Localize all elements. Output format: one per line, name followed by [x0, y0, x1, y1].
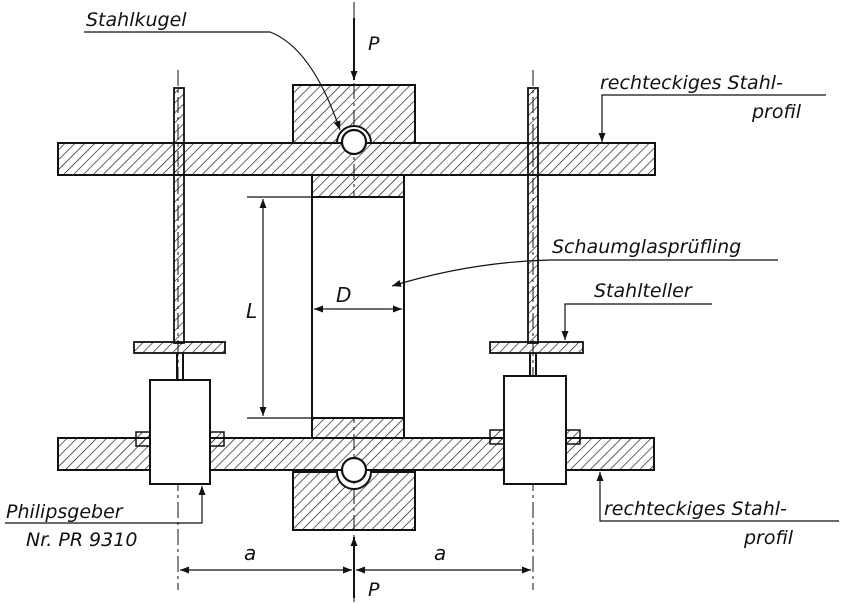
- foam-glass-specimen: [311, 196, 405, 419]
- right-steel-plate: [489, 341, 584, 354]
- leader-specimen: [391, 259, 778, 287]
- left-steel-plate: [133, 341, 226, 354]
- label-sensor-line1: Philipsgeber: [6, 501, 124, 523]
- top-steel-ball: [340, 128, 368, 156]
- upper-platen: [311, 174, 405, 198]
- label-load-bottom: P: [368, 579, 380, 601]
- label-spacing-left: a: [244, 541, 256, 565]
- lower-load-block: [292, 471, 416, 531]
- lower-platen: [311, 417, 405, 439]
- right-rod: [527, 87, 539, 344]
- length-dimension: [247, 196, 312, 419]
- label-stahlkugel: Stahlkugel: [86, 9, 187, 31]
- leader-profile-top: [598, 94, 826, 142]
- label-diameter: D: [336, 283, 351, 307]
- label-length: L: [246, 299, 257, 323]
- right-displacement-sensor: [489, 353, 581, 485]
- label-profile-bottom-line2: profil: [743, 527, 794, 549]
- label-profile-top-line1: rechteckiges Stahl-: [600, 72, 783, 94]
- left-rod: [173, 87, 185, 344]
- label-profile-bottom-line1: rechteckiges Stahl-: [604, 498, 787, 520]
- label-specimen: Schaumglasprüfling: [552, 236, 741, 258]
- label-spacing-right: a: [434, 541, 446, 565]
- leader-lines: [5, 31, 839, 524]
- label-profile-top-line2: profil: [751, 101, 802, 123]
- leader-stahlkugel: [84, 31, 341, 131]
- label-sensor-line2: Nr. PR 9310: [26, 529, 137, 551]
- leader-plate: [561, 303, 712, 340]
- leader-sensor: [5, 486, 206, 524]
- leader-profile-bottom: [596, 472, 839, 522]
- left-displacement-sensor: [135, 353, 225, 485]
- label-plate: Stahlteller: [594, 280, 693, 302]
- bottom-steel-ball: [340, 456, 368, 484]
- label-load-top: P: [368, 33, 380, 55]
